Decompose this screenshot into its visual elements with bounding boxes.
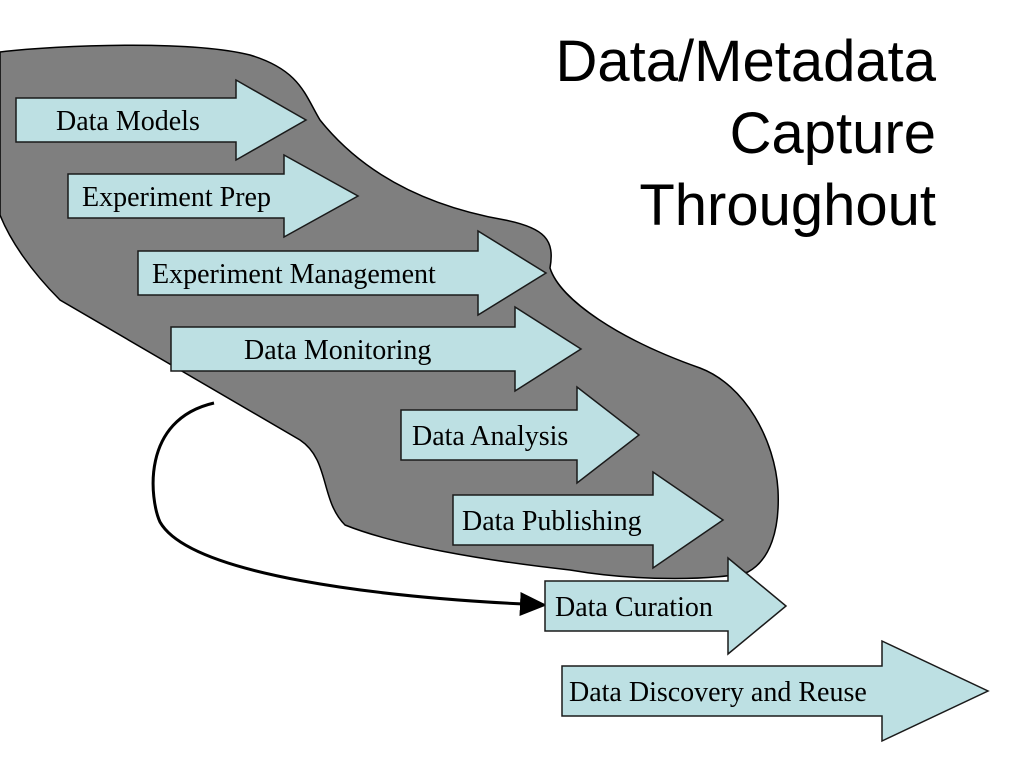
arrow-label: Data Analysis: [412, 421, 568, 452]
stage-arrow-experiment-management: Experiment Management: [137, 229, 548, 317]
stage-arrow-experiment-prep: Experiment Prep: [67, 153, 360, 239]
arrow-label: Data Curation: [555, 592, 713, 623]
arrow-shape: [561, 639, 990, 743]
arrow-label: Data Models: [56, 106, 200, 137]
arrow-shape: [170, 305, 583, 393]
arrow-shape: [544, 556, 788, 656]
arrow-label: Data Discovery and Reuse: [569, 677, 867, 708]
title-line-2: Capture: [729, 101, 936, 166]
arrow-shape: [452, 470, 725, 570]
arrow-shape: [137, 229, 548, 317]
stage-arrow-data-models: Data Models: [15, 78, 308, 162]
title-line-3: Throughout: [639, 173, 936, 238]
arrow-label: Data Monitoring: [244, 335, 431, 366]
stage-arrow-data-curation: Data Curation: [544, 556, 788, 656]
stage-arrow-data-analysis: Data Analysis: [400, 385, 641, 485]
slide-title: Data/Metadata Capture Throughout: [476, 26, 936, 242]
stage-arrow-data-monitoring: Data Monitoring: [170, 305, 583, 393]
stage-arrow-data-publishing: Data Publishing: [452, 470, 725, 570]
arrow-shape: [15, 78, 308, 162]
arrow-label: Experiment Prep: [82, 182, 271, 213]
stage-arrow-data-discovery-and-reuse: Data Discovery and Reuse: [561, 639, 990, 743]
arrow-shape: [400, 385, 641, 485]
arrow-shape: [67, 153, 360, 239]
arrow-label: Experiment Management: [152, 259, 436, 290]
arrow-label: Data Publishing: [462, 506, 642, 537]
curation-feedback-connector: [151, 401, 547, 616]
title-line-1: Data/Metadata: [555, 29, 936, 94]
